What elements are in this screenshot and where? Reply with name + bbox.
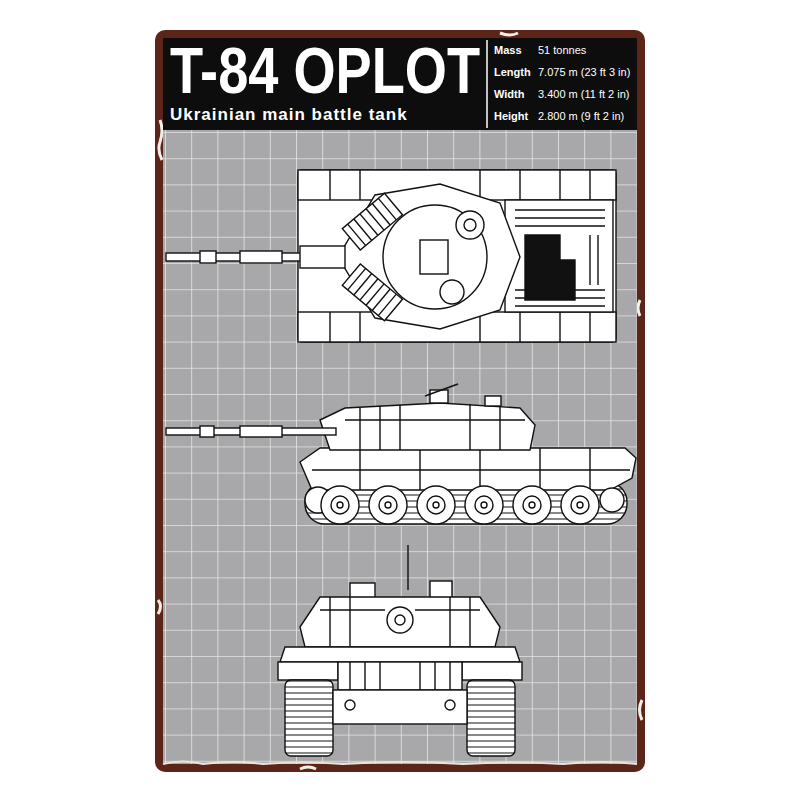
tank-side-view-part xyxy=(475,496,493,514)
tank-front-view-part xyxy=(445,700,455,710)
tank-side-view-part xyxy=(571,496,589,514)
tank-front-view-part xyxy=(338,662,462,690)
tank-side-view-part xyxy=(430,390,448,403)
tank-front-view-part xyxy=(407,545,408,590)
tank-top-view-part xyxy=(330,170,590,342)
tank-side-view-part xyxy=(529,502,535,508)
tank-top-view-part xyxy=(420,240,448,274)
tank-top-view-part-part xyxy=(348,198,397,245)
spec-value: 51 tonnes xyxy=(538,44,586,56)
tank-front-view-part xyxy=(350,583,375,598)
tank-side-view-part xyxy=(240,426,282,437)
tank-side-view-part xyxy=(485,396,501,406)
tank-side-view xyxy=(166,384,636,524)
tank-front-view-part xyxy=(320,597,480,647)
tank-side-view-part xyxy=(561,486,599,524)
tank-front-view-part xyxy=(467,680,515,756)
tank-side-view-part xyxy=(433,502,439,508)
tank-side-view-part xyxy=(312,448,630,490)
tank-top-view-part xyxy=(342,264,402,321)
tank-side-view-part xyxy=(425,384,458,396)
tank-front-view-part xyxy=(395,615,405,625)
tank-side-view-part xyxy=(523,496,541,514)
tank-side-view-part xyxy=(600,488,624,512)
grid-panel-part xyxy=(163,762,637,765)
tank-top-view-part xyxy=(464,219,476,231)
tank-side-view-part xyxy=(200,426,214,437)
tank-side-view-part xyxy=(337,502,343,508)
tank-side-view-part xyxy=(385,502,391,508)
tank-front-view-part xyxy=(387,607,413,633)
tank-front-view-part xyxy=(462,662,522,680)
tank-side-view-part xyxy=(300,448,636,490)
tank-side-view-part xyxy=(481,502,487,508)
tank-top-view-part xyxy=(300,246,345,268)
tank-front-view-part xyxy=(285,680,333,756)
spec-value: 3.400 m (11 ft 2 in) xyxy=(538,88,630,100)
subtitle: Ukrainian main battle tank xyxy=(170,106,408,125)
tank-front-view-part xyxy=(430,581,452,598)
tank-side-view-part xyxy=(321,486,359,524)
tank-side-view-part xyxy=(331,496,349,514)
tank-top-view-part xyxy=(338,184,520,329)
tank-front-view-part xyxy=(350,662,450,690)
tank-top-view-part xyxy=(456,211,484,239)
tank-top-view xyxy=(166,170,616,342)
spec-name: Width xyxy=(494,88,524,100)
tank-top-view-part xyxy=(440,280,464,304)
tank-top-view-part-part xyxy=(348,268,397,315)
tank-side-view-part xyxy=(417,486,455,524)
tank-top-view-part xyxy=(342,193,402,250)
grid-panel-part xyxy=(163,130,637,764)
tank-front-view-part xyxy=(333,690,467,724)
tank-top-view-part xyxy=(240,251,282,263)
tank-top-view-part xyxy=(505,200,613,312)
tank-top-view-part-part xyxy=(342,264,402,321)
tank-front-view-part xyxy=(280,647,520,662)
tank-side-view-part xyxy=(465,486,503,524)
spec-name: Height xyxy=(494,110,528,122)
spec-name: Length xyxy=(494,66,531,78)
tank-top-view-part xyxy=(200,251,216,263)
tank-top-view-part xyxy=(525,235,575,300)
tank-side-view-part xyxy=(345,404,525,450)
grid-panel xyxy=(163,130,637,764)
tank-top-view-part xyxy=(383,205,487,309)
tank-front-view-part xyxy=(278,662,338,680)
tank-side-view-part xyxy=(369,486,407,524)
tank-side-view-part xyxy=(577,502,583,508)
sign-plate-part xyxy=(155,30,645,772)
spec-value: 7.075 m (23 ft 3 in) xyxy=(538,66,630,78)
tank-front-view-part xyxy=(300,597,500,647)
tank-front-view-part xyxy=(345,700,355,710)
tank-top-view-part xyxy=(515,210,605,306)
sign-plate xyxy=(155,30,645,772)
tank-side-view-part xyxy=(513,486,551,524)
spec-name: Mass xyxy=(494,44,522,56)
sign-plate-part xyxy=(158,33,642,769)
tank-front-view xyxy=(278,545,522,756)
tank-side-view-part xyxy=(320,403,535,450)
tank-top-view-part xyxy=(298,170,616,342)
sign-title: T-84 OPLOT xyxy=(170,36,480,106)
tank-top-view-part-part xyxy=(342,193,402,250)
tank-side-view-part xyxy=(379,496,397,514)
spec-value: 2.800 m (9 ft 2 in) xyxy=(538,110,624,122)
tank-side-view-part xyxy=(427,496,445,514)
header-band-part xyxy=(486,40,488,128)
